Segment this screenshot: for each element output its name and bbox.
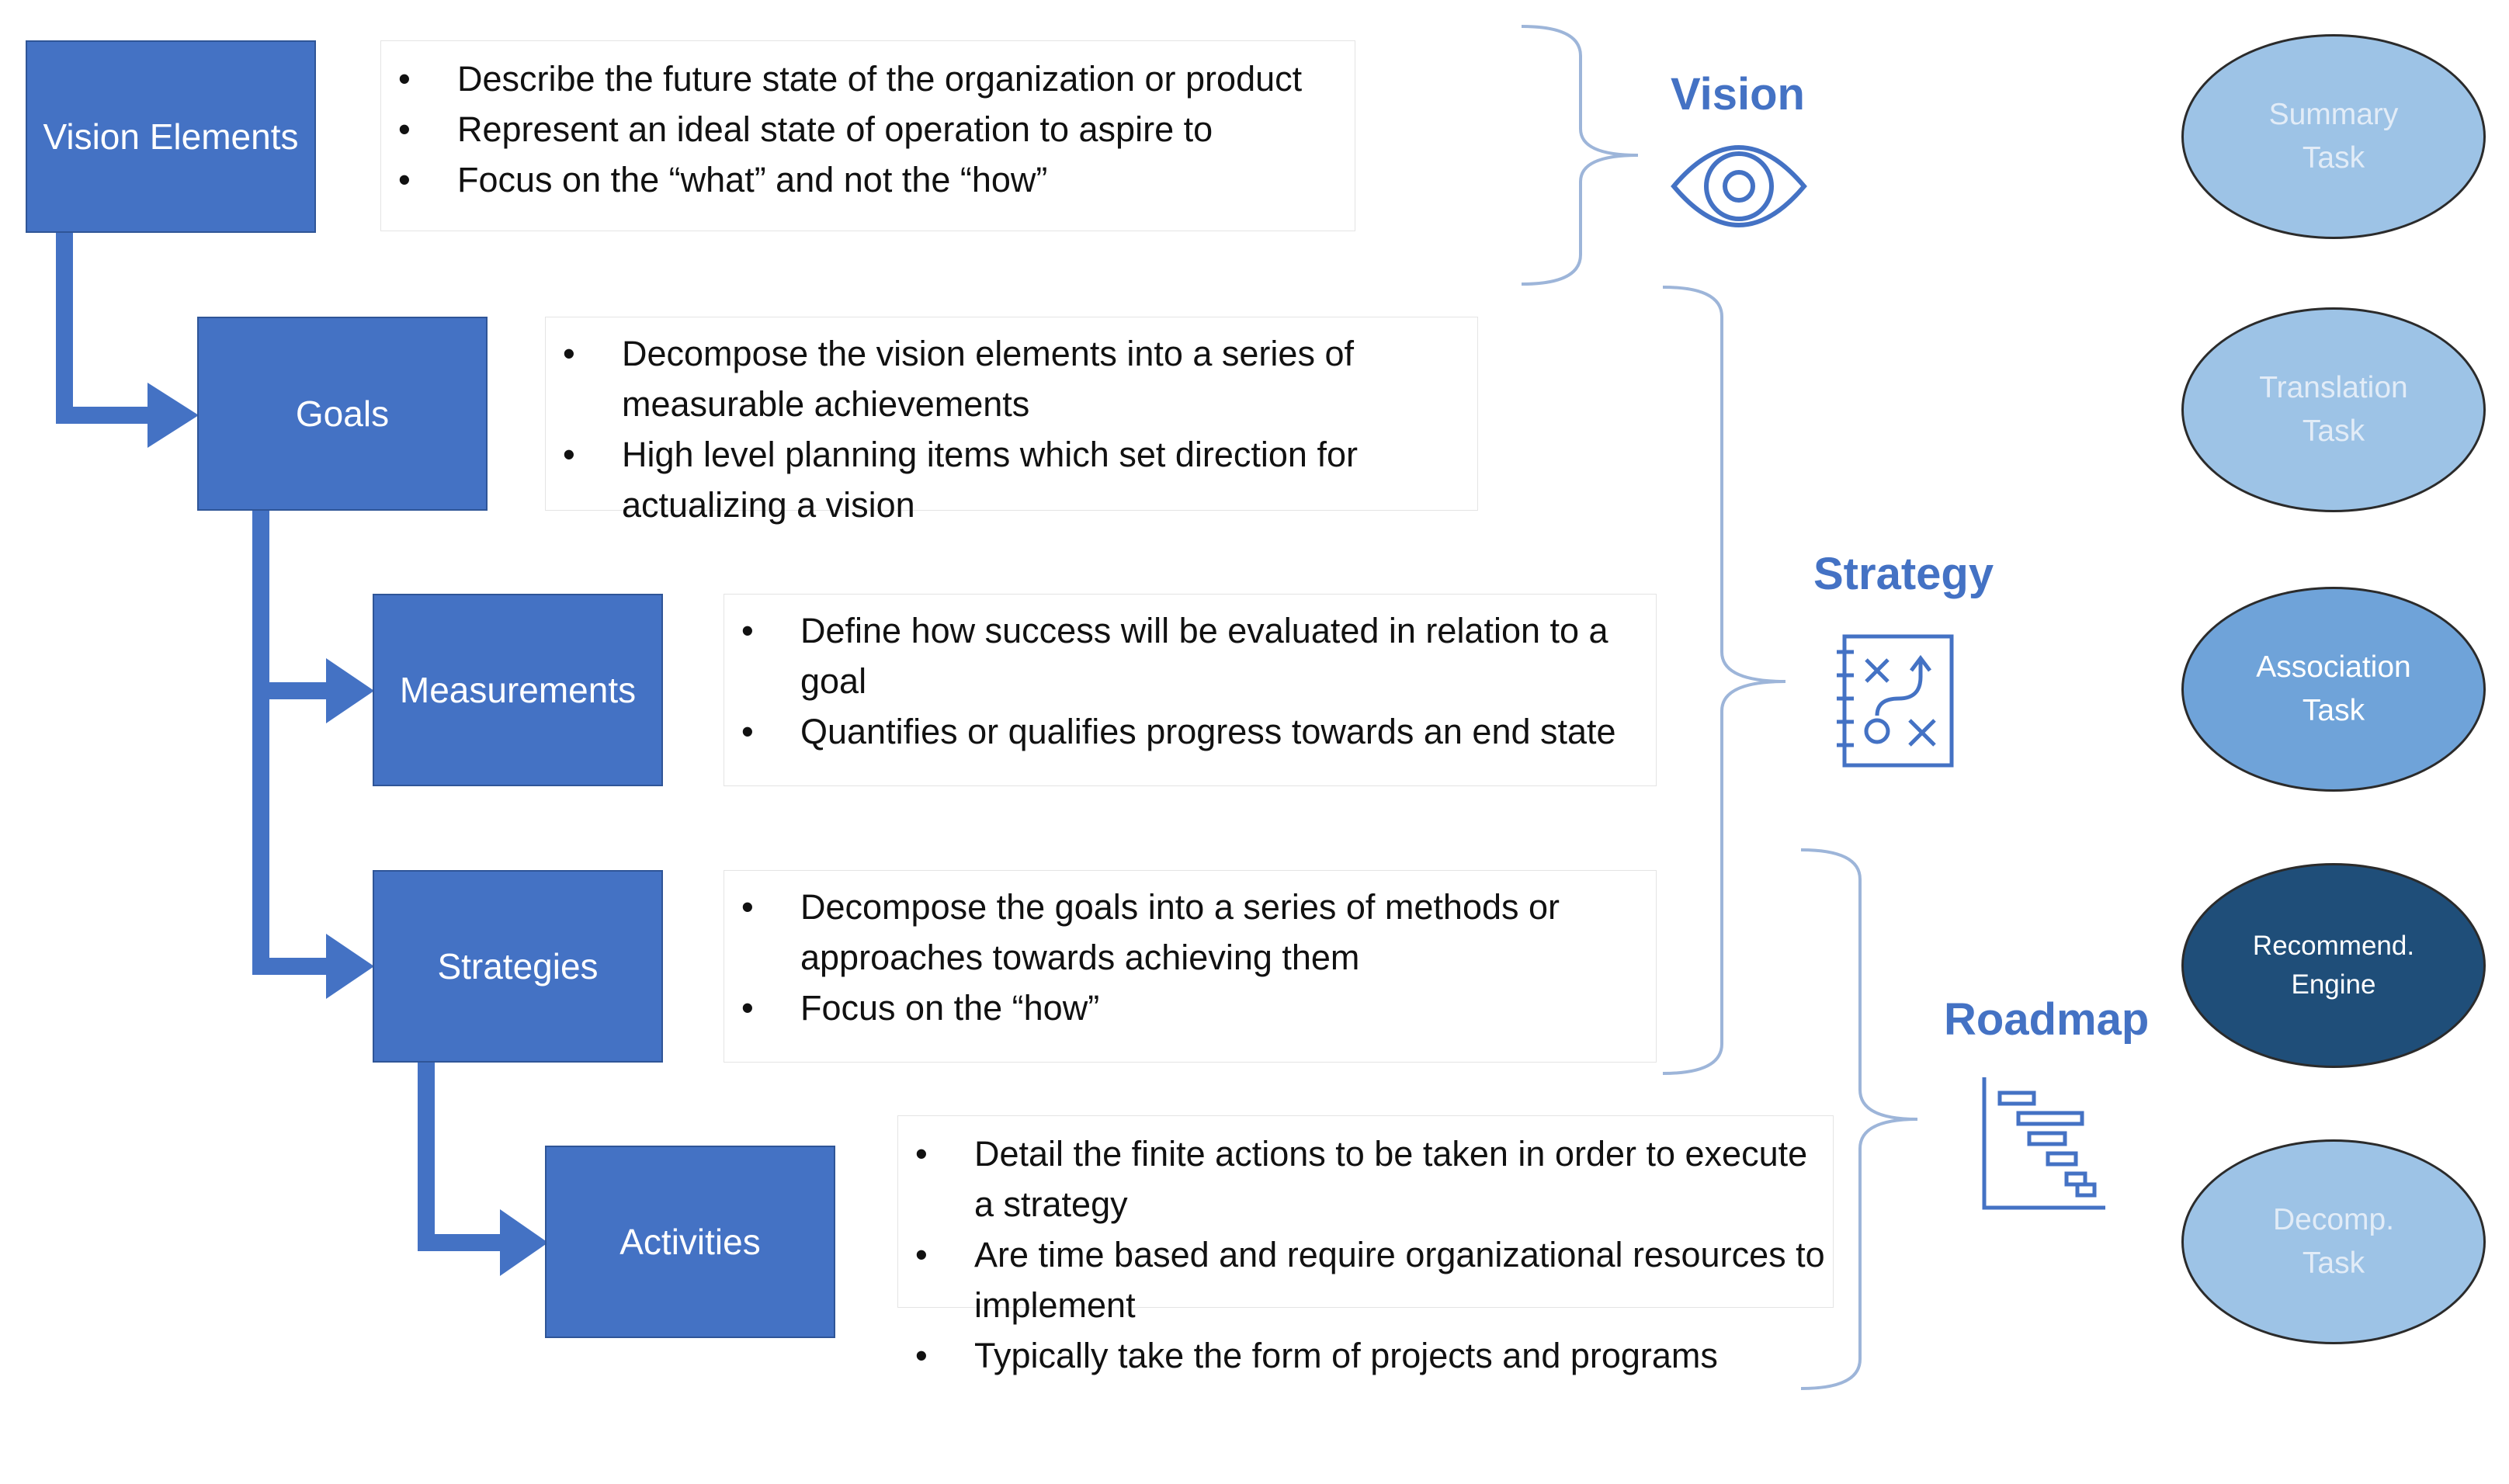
eye-icon: [1671, 145, 1807, 227]
bullet-item: Typically take the form of projects and …: [898, 1330, 1833, 1381]
translation-task-node: Translation Task: [2181, 307, 2486, 512]
section-brackets: [1521, 25, 1918, 1390]
vision-title: Vision: [1671, 69, 1805, 120]
strategy-title: Strategy: [1813, 549, 1994, 599]
connector-goals-strategies: [326, 934, 374, 999]
activities-description: Detail the finite actions to be taken in…: [897, 1115, 1834, 1381]
decomp-task-node: Decomp. Task: [2181, 1139, 2486, 1344]
strategies-box: Strategies: [373, 870, 663, 1063]
strategy-bracket: [1662, 286, 1786, 1075]
bullet-item: Focus on the “what” and not the “how”: [381, 154, 1355, 205]
strategy-board-icon: [1837, 634, 1954, 768]
bullet-item: Define how success will be evaluated in …: [724, 605, 1656, 706]
bullet-item: Describe the future state of the organiz…: [381, 54, 1355, 104]
bullet-item: Quantifies or qualifies progress towards…: [724, 706, 1656, 757]
measurements-box: Measurements: [373, 594, 663, 786]
vision-elements-box: Vision Elements: [26, 40, 316, 233]
bullet-item: Focus on the “how”: [724, 983, 1656, 1033]
strategies-label: Strategies: [437, 946, 599, 986]
connector-vision-goals: [56, 230, 73, 424]
goals-label: Goals: [295, 394, 390, 434]
bullet-item: Decompose the goals into a series of met…: [724, 882, 1656, 983]
bullet-item: Represent an ideal state of operation to…: [381, 104, 1355, 154]
activities-box: Activities: [545, 1146, 835, 1338]
bullet-item: High level planning items which set dire…: [546, 429, 1477, 530]
measurements-description: Define how success will be evaluated in …: [724, 594, 1657, 786]
task-label: Summary Task: [2268, 98, 2399, 175]
task-label: Translation Task: [2259, 371, 2408, 448]
vision-bracket: [1521, 25, 1639, 286]
summary-task-node: Summary Task: [2181, 34, 2486, 239]
bullet-item: Detail the finite actions to be taken in…: [898, 1129, 1833, 1229]
bullet-item: Decompose the vision elements into a ser…: [546, 328, 1477, 429]
goals-box: Goals: [197, 317, 488, 511]
recommend-engine-node: Recommend. Engine: [2181, 863, 2486, 1068]
task-label: Association Task: [2256, 650, 2411, 727]
goals-description: Decompose the vision elements into a ser…: [545, 317, 1478, 525]
vision-elements-label: Vision Elements: [43, 116, 299, 157]
measurements-label: Measurements: [399, 670, 637, 710]
hierarchy-connectors: [56, 230, 548, 1276]
association-task-node: Association Task: [2181, 587, 2486, 792]
roadmap-bracket: [1800, 848, 1918, 1390]
task-label: Decomp. Task: [2272, 1203, 2395, 1280]
vision-elements-description: Describe the future state of the organiz…: [380, 40, 1355, 231]
task-label: Recommend. Engine: [2252, 931, 2415, 1000]
bullet-item: Are time based and require organizationa…: [898, 1229, 1833, 1330]
strategies-description: Decompose the goals into a series of met…: [724, 870, 1657, 1063]
roadmap-title: Roadmap: [1944, 994, 2150, 1045]
gantt-chart-icon: [1982, 1077, 2105, 1210]
connector-goals-measurements: [252, 509, 269, 975]
connector-strategies-activities: [418, 1062, 435, 1251]
activities-label: Activities: [619, 1222, 761, 1262]
